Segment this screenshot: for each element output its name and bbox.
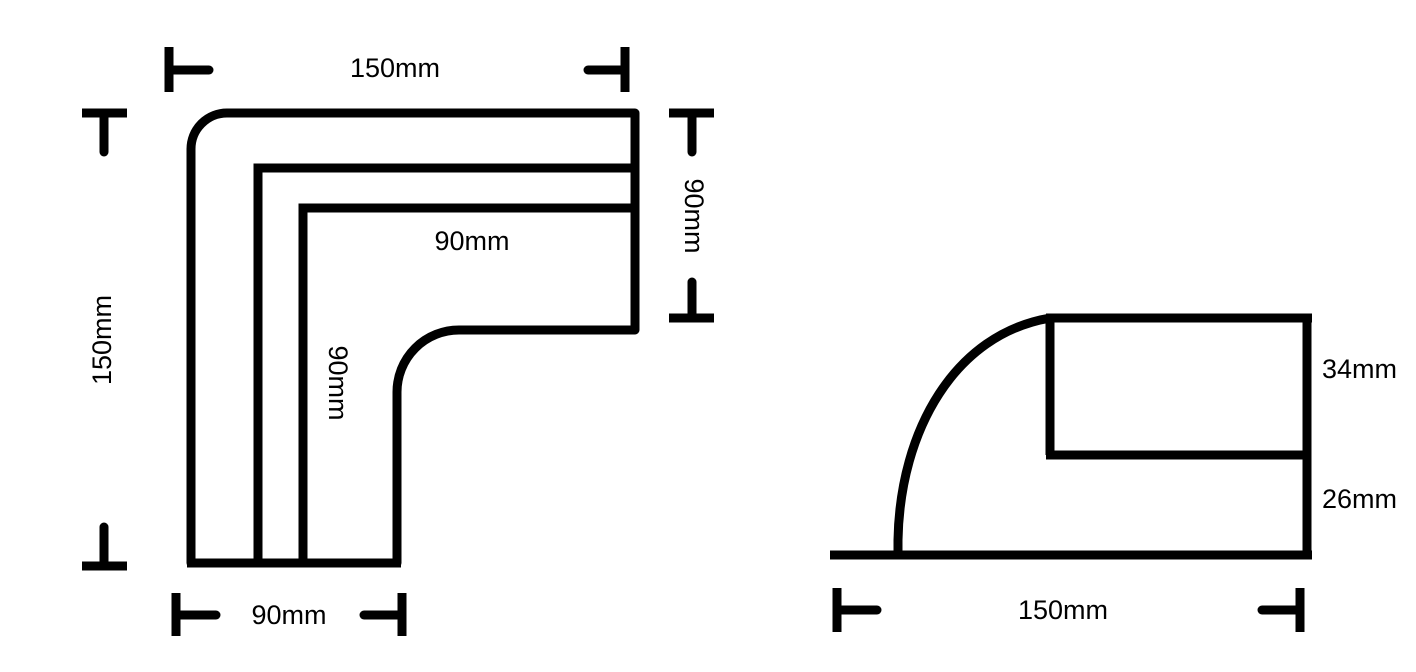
dimension-bottom-width: 90mm <box>171 593 407 636</box>
dimension-right-height-label: 90mm <box>679 178 709 253</box>
dimension-upper-height-label: 34mm <box>1322 354 1397 384</box>
dimension-inner-vertical-label: 90mm <box>323 345 353 420</box>
dimension-base-width-label: 150mm <box>1018 595 1108 625</box>
section-view-group: 34mm 26mm 150mm <box>830 313 1397 632</box>
dimension-lower-height-label: 26mm <box>1322 484 1397 514</box>
plan-middle-profile-line <box>253 163 635 563</box>
plan-outer-profile-line <box>186 108 640 568</box>
plan-view-group: 150mm 150mm 90mm <box>82 47 714 636</box>
dimension-bottom-width-label: 90mm <box>251 600 326 630</box>
dimension-right-height: 90mm <box>669 108 714 323</box>
dimension-inner-horizontal-label: 90mm <box>434 226 509 256</box>
plan-inner-profile-line <box>298 203 635 563</box>
section-curved-face <box>893 313 1055 560</box>
dimension-left-height-label: 150mm <box>87 295 117 385</box>
plan-inner-radius-line <box>392 325 640 568</box>
dimension-left-height: 150mm <box>82 108 127 571</box>
dimension-base-width: 150mm <box>832 588 1305 632</box>
dimension-top-width: 150mm <box>164 47 630 92</box>
dimension-top-width-label: 150mm <box>350 53 440 83</box>
